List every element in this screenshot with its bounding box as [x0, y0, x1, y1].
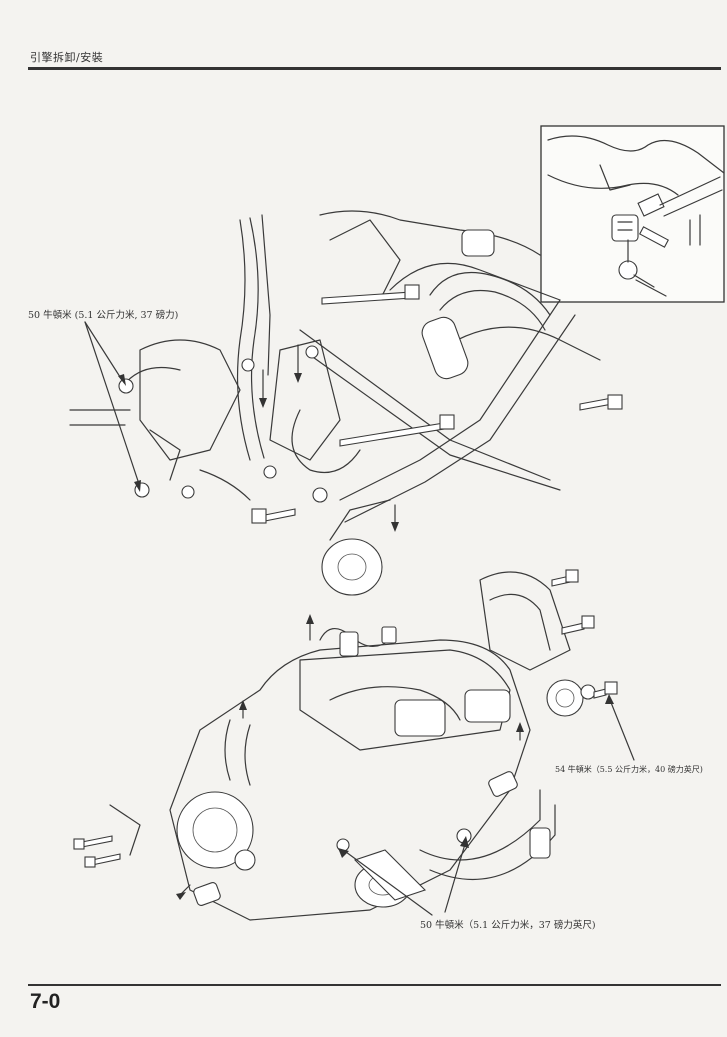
callout-leaders: [84, 321, 635, 916]
sprocket-bolt-torque-label: 54 牛頓米（5.5 公斤力米，40 磅力英尺): [555, 765, 703, 774]
header-divider: [28, 67, 721, 70]
page-number: 7-0: [30, 990, 61, 1013]
upper-nut-torque-label: 50 牛頓米 (5.1 公斤力米, 37 磅力): [28, 310, 179, 321]
section-title: 引擎拆卸/安裝: [30, 51, 104, 64]
footer-divider: [28, 984, 721, 986]
engine-block: [73, 569, 618, 921]
lower-nut-torque-label: 50 牛頓米（5.1 公斤力米，37 磅力英尺): [420, 920, 596, 931]
frame-assembly: [69, 210, 623, 596]
inset-detail: [540, 125, 725, 303]
